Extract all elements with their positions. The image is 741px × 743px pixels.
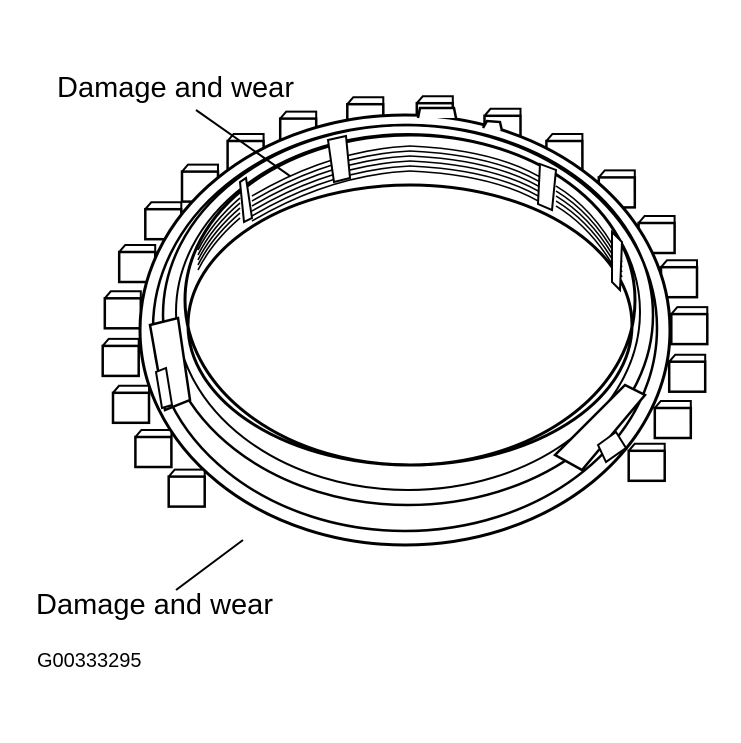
gear-tooth-top: [627, 442, 666, 467]
inner-key-far-right: [611, 229, 624, 293]
inner-key-left: [238, 176, 254, 224]
gear-tooth-top: [112, 384, 150, 409]
face-slot-left-inner: [154, 366, 174, 410]
gear-tooth-top: [167, 468, 206, 493]
gear-tooth-top: [660, 259, 698, 284]
bottom-leader-line: [175, 539, 244, 591]
gear-tooth: [167, 475, 206, 508]
friction-groove: [197, 197, 241, 251]
gear-tooth-top: [279, 110, 318, 135]
friction-groove: [197, 217, 241, 271]
top-callout-label: Damage and wear: [57, 72, 294, 104]
gear-tooth: [653, 406, 693, 440]
ring-inner-bore-lower: [186, 183, 634, 467]
face-slot-right: [552, 383, 647, 472]
figure-id: G00333295: [37, 650, 142, 672]
gear-tooth: [103, 297, 143, 330]
gear-tooth-top: [598, 169, 636, 194]
gear-tooth-top: [346, 96, 385, 121]
friction-groove: [197, 207, 241, 261]
inner-key-center: [326, 134, 352, 184]
ring-face-edge: [161, 123, 655, 507]
gear-tooth-top: [654, 400, 692, 424]
rim-tab-top-left: [416, 106, 458, 119]
friction-groove: [251, 160, 549, 212]
gear-tooth-top: [134, 429, 173, 453]
top-leader-line: [195, 109, 291, 177]
gear-tooth: [101, 344, 140, 378]
gear-tooth-top: [545, 133, 584, 157]
friction-groove: [251, 145, 549, 197]
gear-tooth-top: [226, 133, 265, 157]
gear-tooth: [627, 449, 666, 483]
friction-groove: [251, 170, 549, 222]
face-slot-right-inner: [596, 430, 628, 464]
gear-tooth: [667, 360, 707, 393]
gear-tooth-top: [670, 306, 709, 331]
gear-tooth-top: [668, 353, 707, 378]
friction-groove: [197, 212, 241, 266]
rim-tab-top-right: [481, 119, 504, 132]
friction-groove: [251, 155, 549, 207]
friction-groove: [197, 202, 241, 256]
friction-groove: [251, 150, 549, 202]
gear-tooth: [670, 312, 709, 346]
gear-tooth: [111, 391, 151, 425]
friction-groove: [251, 165, 549, 217]
gear-tooth: [134, 435, 173, 469]
gear-tooth-top: [637, 215, 676, 239]
gear-tooth-top: [101, 337, 140, 362]
gear-tooth-top: [483, 107, 522, 132]
bottom-callout-label: Damage and wear: [36, 589, 273, 621]
inner-key-right: [536, 162, 558, 212]
